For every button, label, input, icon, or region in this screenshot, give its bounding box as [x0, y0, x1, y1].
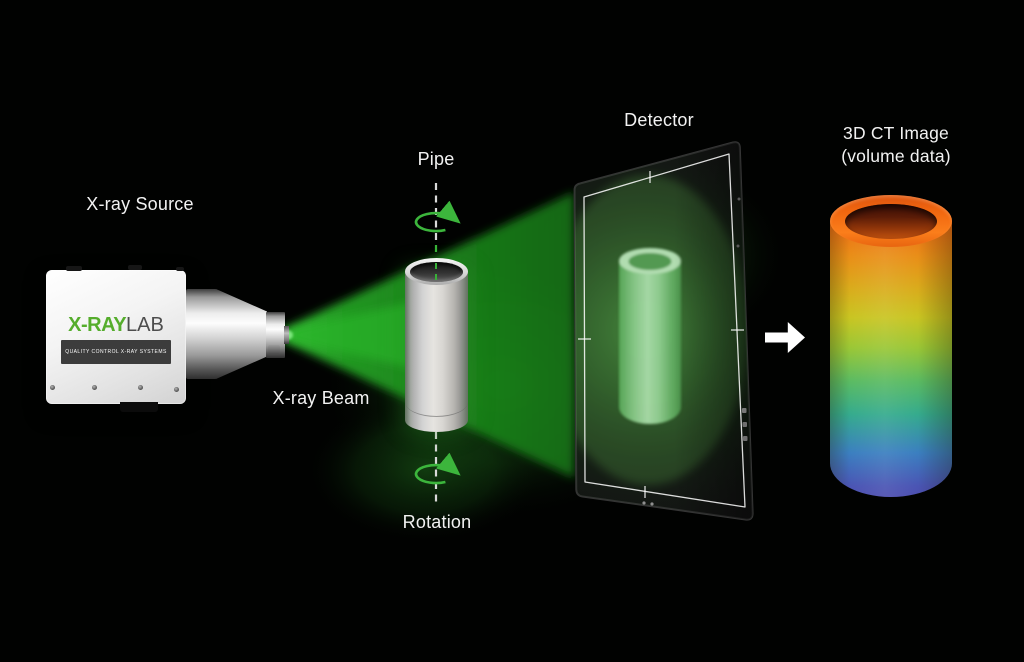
logo-primary-text: X-RAY: [68, 314, 127, 336]
detector-frame: [583, 153, 746, 508]
nozzle-bracket: [268, 345, 280, 354]
ct-image-label-line1: 3D CT Image: [843, 123, 949, 143]
xraylab-logo: X-RAYLAB QUALITY CONTROL X-RAY SYSTEMS: [46, 314, 186, 364]
logo-tagline: QUALITY CONTROL X-RAY SYSTEMS: [61, 340, 171, 364]
screw: [174, 387, 179, 392]
source-vent: [176, 267, 184, 271]
detector-label: Detector: [624, 110, 694, 130]
detector-side-dot: [737, 197, 741, 201]
detector-mark-dot: [650, 502, 654, 506]
source-vent: [128, 265, 142, 270]
detector-panel: [573, 141, 754, 521]
screw: [92, 385, 97, 390]
xray-source-device: X-RAYLAB QUALITY CONTROL X-RAY SYSTEMS: [46, 265, 186, 412]
ct-image-label-line2: (volume data): [841, 146, 951, 166]
ct-volume-cylinder: [830, 195, 952, 497]
rotation-axis-in-bore: [434, 262, 437, 280]
ct-cylinder-bore: [845, 204, 937, 239]
ct-image-label: 3D CT Image (volume data): [841, 122, 951, 168]
xray-beam-core: [283, 298, 430, 372]
detector-side-dot: [736, 244, 740, 248]
rotation-arrow-top: [414, 200, 461, 233]
nozzle-tip: [284, 326, 289, 344]
device-foot: [120, 402, 158, 412]
detector-mark-dot: [642, 501, 646, 505]
rotation-label: Rotation: [402, 512, 472, 532]
detector-side-button: [742, 408, 747, 413]
rotation-arrow-bottom: [414, 452, 461, 485]
pipe-label: Pipe: [417, 149, 455, 169]
logo-secondary-text: LAB: [126, 314, 164, 336]
screw: [50, 385, 55, 390]
screw: [138, 385, 143, 390]
xray-beam-label: X-ray Beam: [272, 388, 370, 408]
detector-right-shade: [574, 142, 753, 520]
detector-side-button: [742, 422, 747, 427]
detector-side-button: [743, 436, 748, 441]
nozzle-flange: [186, 289, 217, 379]
pipe-seam: [405, 402, 468, 417]
pipe-sample: [405, 258, 468, 432]
xray-source-label: X-ray Source: [86, 194, 194, 214]
ct-cylinder-body: [830, 221, 952, 497]
source-vent: [66, 266, 82, 271]
pipe-bore: [410, 261, 463, 282]
